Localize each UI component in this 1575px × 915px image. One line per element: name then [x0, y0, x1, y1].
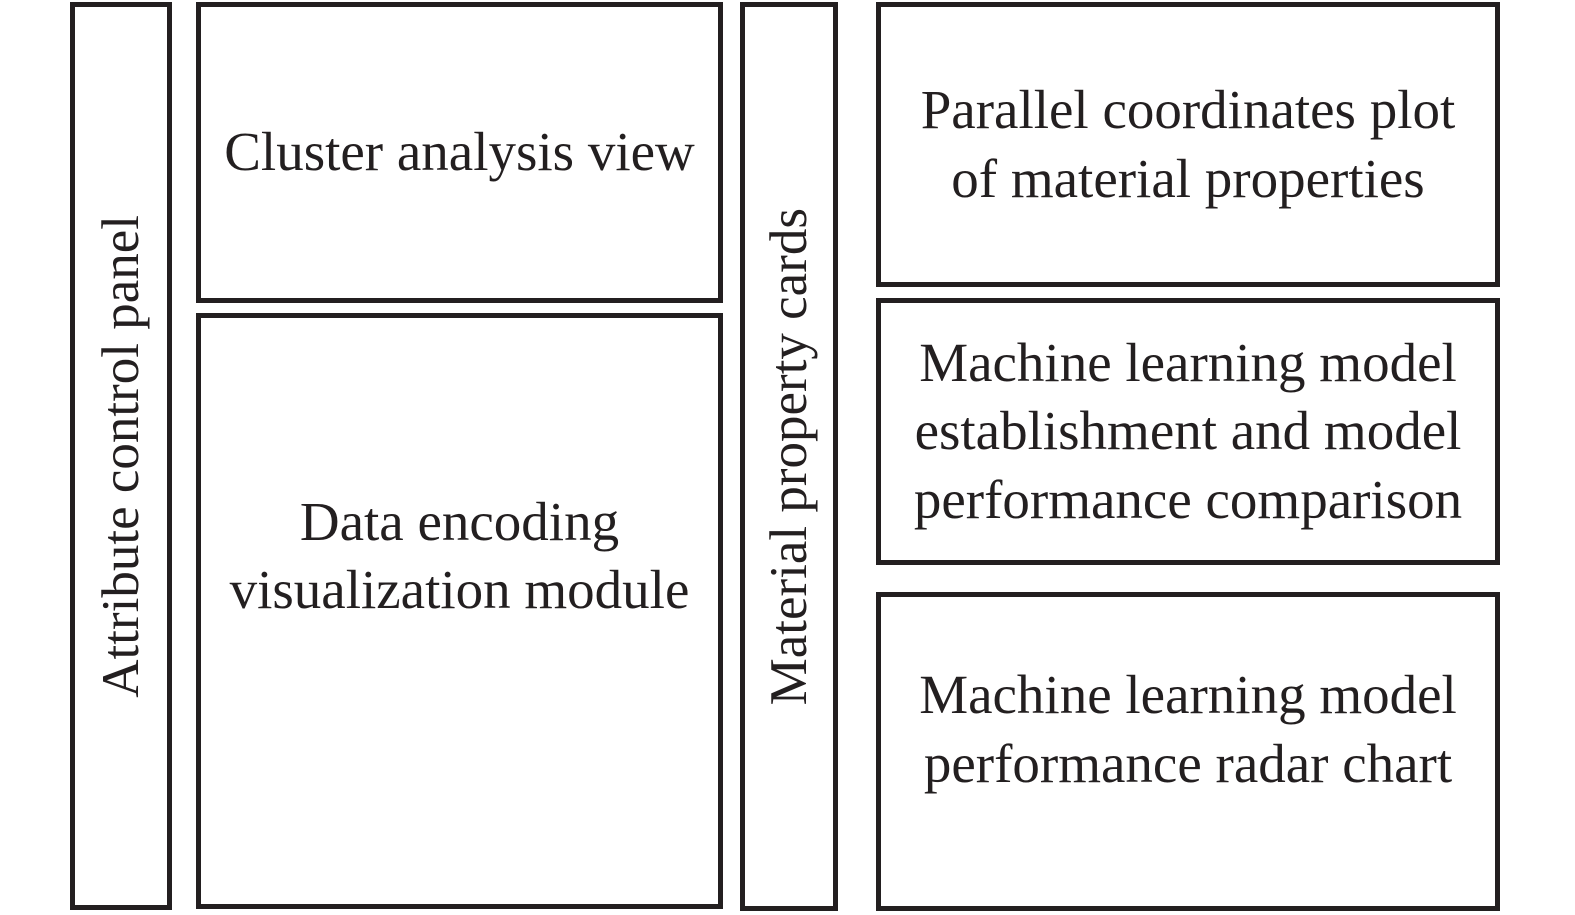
- ml-performance-radar-chart-label: Machine learning model performance radar…: [919, 661, 1457, 797]
- material-property-cards-label: Material property cards: [759, 207, 818, 706]
- ml-model-comparison-label: Machine learning model establishment and…: [914, 329, 1462, 534]
- parallel-coordinates-plot-label: Parallel coordinates plot of material pr…: [921, 76, 1456, 212]
- ml-performance-radar-chart-box: Machine learning model performance radar…: [876, 592, 1500, 911]
- ml-model-comparison-box: Machine learning model establishment and…: [876, 298, 1500, 565]
- data-encoding-module-label: Data encoding visualization module: [230, 488, 690, 624]
- ml-model-comparison-label-line1: Machine learning model: [919, 332, 1457, 394]
- parallel-coordinates-plot-label-line2: of material properties: [951, 147, 1425, 209]
- data-encoding-module-box: Data encoding visualization module: [196, 313, 723, 909]
- parallel-coordinates-plot-label-line1: Parallel coordinates plot: [920, 79, 1456, 141]
- attribute-control-panel-box: Attribute control panel: [70, 2, 172, 910]
- ml-performance-radar-chart-label-line1: Machine learning model: [919, 664, 1457, 726]
- parallel-coordinates-plot-box: Parallel coordinates plot of material pr…: [876, 2, 1500, 287]
- ml-performance-radar-chart-label-line2: performance radar chart: [923, 732, 1453, 794]
- ml-model-comparison-label-line3: performance comparison: [913, 468, 1463, 530]
- data-encoding-module-label-line1: Data encoding: [299, 490, 620, 552]
- data-encoding-module-label-line2: visualization module: [229, 559, 690, 620]
- ml-model-comparison-label-line2: establishment and model: [914, 400, 1462, 462]
- cluster-analysis-view-label: Cluster analysis view: [224, 121, 695, 183]
- attribute-control-panel-label: Attribute control panel: [91, 214, 150, 698]
- cluster-analysis-view-box: Cluster analysis view: [196, 2, 723, 303]
- material-property-cards-box: Material property cards: [740, 2, 838, 911]
